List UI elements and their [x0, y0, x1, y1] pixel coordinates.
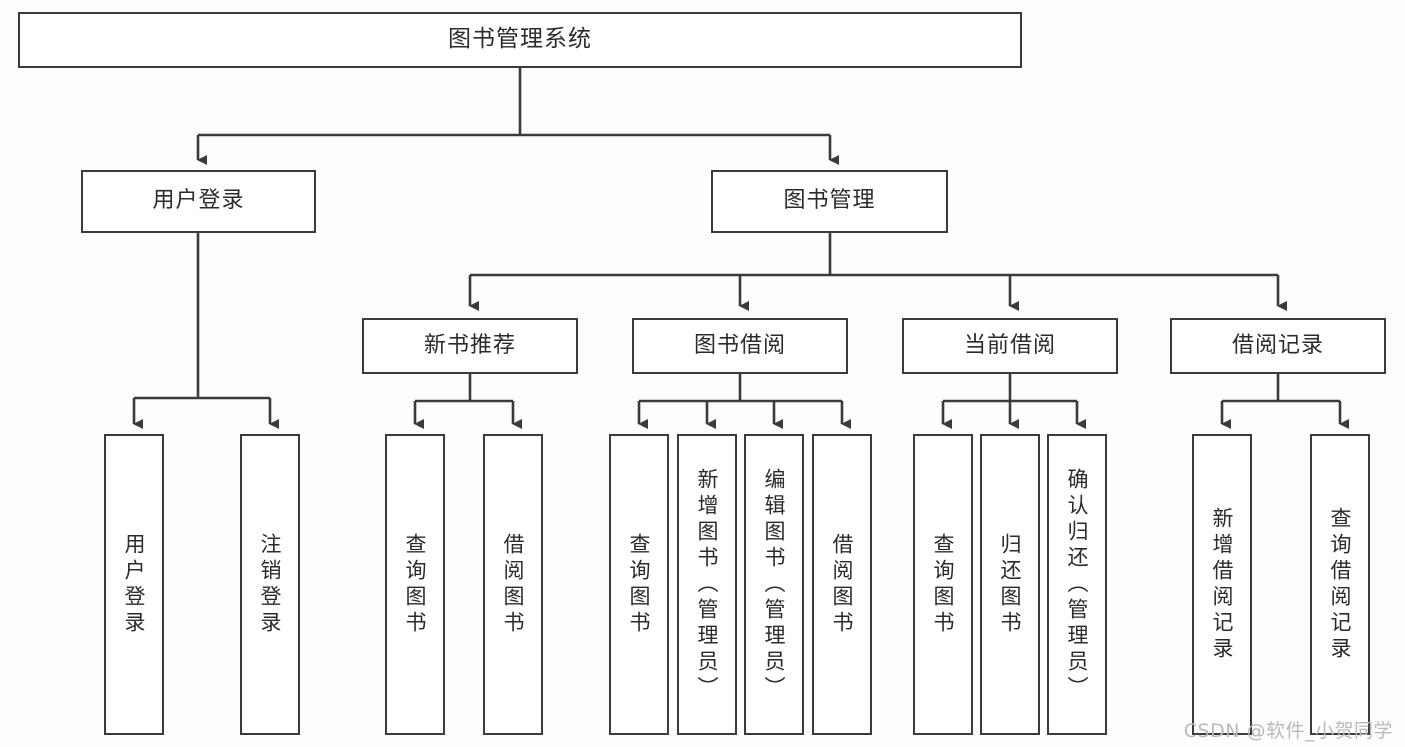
- node-label: 查询图书: [627, 532, 652, 637]
- leaf-record-query-record[interactable]: 查询借阅记录: [1310, 434, 1370, 735]
- node-label: 新增图书（管理员）: [695, 467, 720, 702]
- leaf-user-login-signout[interactable]: 注销登录: [240, 434, 300, 735]
- node-current-borrow[interactable]: 当前借阅: [902, 318, 1118, 374]
- node-new-book-recommend[interactable]: 新书推荐: [362, 318, 578, 374]
- node-label: 用户登录: [152, 188, 245, 214]
- node-label: 借阅记录: [1231, 332, 1324, 358]
- node-label: 归还图书: [998, 532, 1023, 637]
- node-label: 查询图书: [403, 532, 428, 637]
- node-book-borrow[interactable]: 图书借阅: [632, 318, 848, 374]
- node-label: 查询借阅记录: [1328, 506, 1353, 663]
- leaf-current-return-book[interactable]: 归还图书: [980, 434, 1040, 735]
- leaf-current-query-book[interactable]: 查询图书: [913, 434, 973, 735]
- node-label: 图书管理系统: [448, 26, 592, 53]
- leaf-user-login-signin[interactable]: 用户登录: [104, 434, 164, 735]
- node-label: 确认归还（管理员）: [1065, 467, 1090, 702]
- leaf-record-add-record[interactable]: 新增借阅记录: [1192, 434, 1252, 735]
- node-label: 借阅图书: [501, 532, 526, 637]
- leaf-recommend-borrow-book[interactable]: 借阅图书: [483, 434, 543, 735]
- node-borrow-record[interactable]: 借阅记录: [1170, 318, 1386, 374]
- node-label: 新增借阅记录: [1210, 506, 1235, 663]
- node-label: 新书推荐: [423, 332, 516, 358]
- node-label: 图书管理: [783, 188, 876, 214]
- node-root-system[interactable]: 图书管理系统: [18, 12, 1022, 68]
- leaf-recommend-query-book[interactable]: 查询图书: [385, 434, 445, 735]
- leaf-current-confirm-return-admin[interactable]: 确认归还（管理员）: [1047, 434, 1107, 735]
- node-label: 当前借阅: [963, 332, 1056, 358]
- leaf-borrow-edit-book-admin[interactable]: 编辑图书（管理员）: [744, 434, 804, 735]
- node-label: 编辑图书（管理员）: [762, 467, 787, 702]
- node-label: 注销登录: [258, 532, 283, 637]
- node-user-login[interactable]: 用户登录: [81, 170, 316, 233]
- node-label: 用户登录: [122, 532, 147, 637]
- leaf-borrow-add-book-admin[interactable]: 新增图书（管理员）: [677, 434, 737, 735]
- node-label: 查询图书: [931, 532, 956, 637]
- leaf-borrow-query-book[interactable]: 查询图书: [609, 434, 669, 735]
- node-book-management[interactable]: 图书管理: [711, 170, 948, 233]
- leaf-borrow-borrow-book[interactable]: 借阅图书: [812, 434, 872, 735]
- node-label: 借阅图书: [830, 532, 855, 637]
- node-label: 图书借阅: [693, 332, 786, 358]
